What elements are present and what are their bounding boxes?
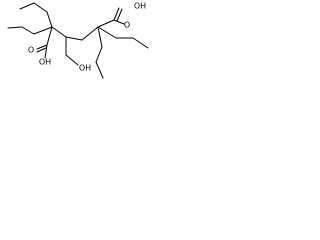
bond-propyl-b-2 bbox=[21, 26, 35, 35]
bond-propyl-c-1 bbox=[97, 26, 117, 39]
bond-propyl-d-3 bbox=[95, 61, 104, 79]
bond-propyl-a-1 bbox=[19, 2, 35, 10]
bond-backbone-2 bbox=[65, 36, 83, 41]
bond-co-double-left-b bbox=[36, 47, 47, 53]
bond-backbone-3 bbox=[81, 26, 99, 41]
atom-label-oh-bottom: OH bbox=[79, 64, 91, 73]
bond-co-double-right-b bbox=[116, 8, 123, 22]
atom-label-oh-top-right: OH bbox=[134, 2, 146, 11]
atom-label-o-top-right: O bbox=[124, 21, 130, 30]
bond-c-carboxyl-right bbox=[97, 19, 115, 28]
molecule-drawing: OH O O OH OH bbox=[7, 2, 149, 79]
bond-propyl-b-1 bbox=[7, 26, 23, 29]
bond-propyl-a-3 bbox=[46, 11, 53, 28]
bond-co-double-left-a bbox=[36, 44, 48, 50]
atom-label-oh-left: OH bbox=[39, 58, 51, 67]
bond-propyl-d-1 bbox=[97, 26, 103, 48]
bond-ch2-2 bbox=[65, 54, 79, 66]
bond-propyl-a-2 bbox=[33, 2, 48, 13]
bond-propyl-d-2 bbox=[95, 46, 103, 63]
bond-co-double-right-a bbox=[113, 7, 120, 21]
bond-coh-right bbox=[113, 19, 125, 25]
bond-c-carboxyl-left bbox=[46, 26, 53, 46]
atom-label-o-left: O bbox=[28, 46, 34, 55]
bond-propyl-b-3 bbox=[33, 26, 53, 35]
bond-backbone-1 bbox=[51, 26, 67, 38]
bond-propyl-c-3 bbox=[132, 37, 149, 49]
bond-coh-left bbox=[44, 44, 48, 59]
